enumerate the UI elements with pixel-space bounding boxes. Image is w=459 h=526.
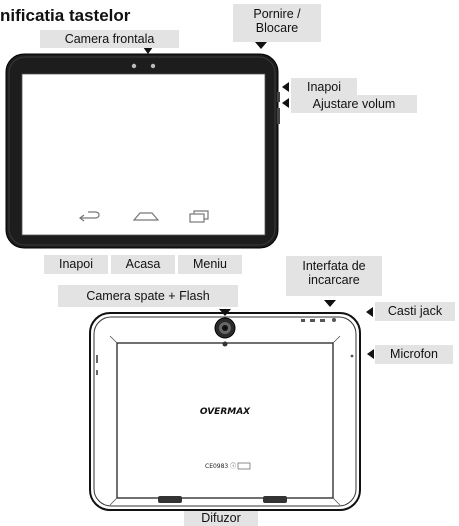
- interfata-pointer: [324, 300, 336, 307]
- front-sensor-icon: [150, 63, 156, 69]
- label-interfata-line2: incarcare: [308, 273, 360, 288]
- label-ajustare-volum: Ajustare volum: [291, 95, 417, 113]
- volum-pointer: [282, 98, 289, 108]
- label-camera-frontala: Camera frontala: [40, 30, 179, 48]
- tablet-back: OVERMAX CE0983 ⓘ: [89, 312, 361, 511]
- camera-frontala-pointer: [143, 47, 153, 54]
- label-interfata-line1: Interfata de: [302, 259, 366, 273]
- label-interfata-incarcare: Interfata de incarcare: [286, 256, 382, 296]
- speaker-grille-left-icon: [158, 496, 182, 503]
- label-pornire-line2: Blocare: [255, 21, 299, 36]
- label-camera-spate-flash: Camera spate + Flash: [58, 285, 238, 307]
- rear-camera-icon: [214, 317, 236, 347]
- label-acasa: Acasa: [111, 255, 175, 274]
- home-nav-icon: [132, 212, 160, 221]
- back-marking: CE0983 ⓘ: [205, 462, 236, 470]
- brand-logo: OVERMAX: [200, 407, 251, 417]
- page-title: nificatia tastelor: [0, 6, 131, 25]
- tablet-front: [5, 53, 280, 249]
- camera-spate-pointer: [219, 309, 231, 316]
- front-camera-icon: [131, 63, 137, 69]
- label-pornire-blocare: Pornire / Blocare: [233, 4, 321, 42]
- label-casti-jack: Casti jack: [375, 302, 455, 321]
- menu-nav-icon: [189, 210, 209, 223]
- casti-pointer: [366, 307, 373, 317]
- port-icons: [301, 318, 336, 322]
- inapoi-side-pointer: [282, 82, 289, 92]
- back-nav-icon: [79, 211, 100, 222]
- microphone-hole-icon: [350, 354, 354, 358]
- label-inapoi-side: Inapoi: [291, 78, 357, 96]
- label-microfon: Microfon: [375, 345, 453, 364]
- pornire-pointer: [255, 42, 267, 49]
- microfon-pointer: [367, 349, 374, 359]
- pointer-arrows: [143, 42, 374, 359]
- label-inapoi-bottom: Inapoi: [44, 255, 108, 274]
- label-pornire-line1: Pornire /: [253, 7, 301, 21]
- label-difuzor: Difuzor: [184, 511, 258, 526]
- label-meniu: Meniu: [178, 255, 242, 274]
- speaker-grille-right-icon: [263, 496, 287, 503]
